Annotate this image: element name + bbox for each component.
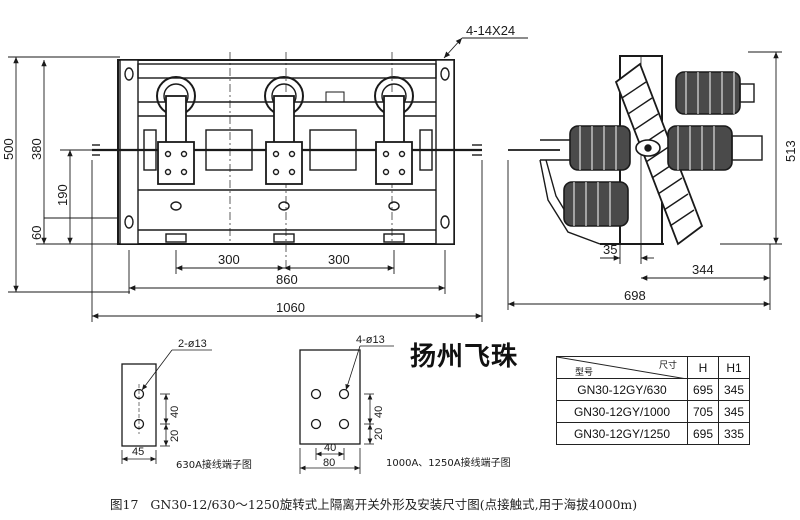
dim-300-left: 300 <box>218 252 240 267</box>
h1-cell: 345 <box>718 378 750 401</box>
dim-513: 513 <box>783 140 798 162</box>
terminal-1000-hole-label: 4-ø13 <box>356 334 385 346</box>
dim-190: 190 <box>55 184 70 206</box>
spec-table: 型号 尺寸 H H1 GN30-12GY/630 695 345 GN30-12… <box>556 356 750 445</box>
insulator-middle-left <box>569 125 631 171</box>
terminal-630-dim-20: 20 <box>169 430 181 442</box>
corner-label-size: 尺寸 <box>658 360 677 370</box>
model-cell: GN30-12GY/630 <box>556 378 688 401</box>
h1-cell: 345 <box>718 400 750 423</box>
front-hole-label: 4-14X24 <box>466 23 515 38</box>
model-cell: GN30-12GY/1000 <box>556 400 688 423</box>
terminal-1000-dim-40: 40 <box>373 406 385 418</box>
h-cell: 695 <box>687 422 719 445</box>
terminal-1000-dim-40-horizontal: 40 <box>324 442 336 454</box>
corner-diagonal <box>557 357 687 379</box>
side-view-dimensions <box>507 51 782 310</box>
column-header-h1: H1 <box>718 356 750 379</box>
h-cell: 705 <box>687 400 719 423</box>
corner-label-model: 型号 <box>575 367 594 377</box>
dim-500: 500 <box>1 138 16 160</box>
dim-344: 344 <box>692 262 714 277</box>
terminal-630-dim-45: 45 <box>132 446 144 458</box>
pole-1 <box>156 76 196 211</box>
terminal-1000-dim-20: 20 <box>373 428 385 440</box>
h1-cell: 335 <box>718 422 750 445</box>
brand-watermark: 扬州飞珠 <box>410 342 519 372</box>
pole-2 <box>264 76 304 211</box>
dim-860: 860 <box>276 272 298 287</box>
insulator-upper <box>675 71 755 115</box>
column-header-h: H <box>687 356 719 379</box>
figure-number: 图17 <box>110 497 139 512</box>
terminal-630-hole-label: 2-ø13 <box>178 338 207 350</box>
pole-3 <box>374 76 414 211</box>
figure-title: GN30-12/630～1250旋转式上隔离开关外形及安装尺寸图(点接触式,用于… <box>150 497 638 512</box>
h-cell: 695 <box>687 378 719 401</box>
terminal-630-caption: 630A接线端子图 <box>176 458 252 471</box>
table-row: GN30-12GY/630 695 345 <box>556 378 750 401</box>
terminal-630-drawing <box>121 349 212 464</box>
terminal-1000-drawing <box>299 345 394 474</box>
rotated-insulator <box>614 62 704 246</box>
terminal-1000-caption: 1000A、1250A接线端子图 <box>386 456 511 469</box>
dim-380: 380 <box>29 138 44 160</box>
spec-table-corner: 型号 尺寸 <box>556 356 688 379</box>
dim-35: 35 <box>603 242 617 257</box>
table-row: GN30-12GY/1250 695 335 <box>556 422 750 445</box>
spec-table-header: 型号 尺寸 H H1 <box>556 356 750 379</box>
insulator-middle-right <box>667 125 763 171</box>
figure-caption: 图17 GN30-12/630～1250旋转式上隔离开关外形及安装尺寸图(点接触… <box>110 494 637 513</box>
side-view <box>508 55 763 246</box>
front-view-dimensions <box>8 37 528 322</box>
insulator-lower-left <box>563 181 629 227</box>
dim-1060: 1060 <box>276 300 305 315</box>
terminal-630-dim-40: 40 <box>169 406 181 418</box>
dim-698: 698 <box>624 288 646 303</box>
dim-60: 60 <box>29 226 44 240</box>
terminal-1000-dim-80: 80 <box>323 457 335 469</box>
front-view <box>92 52 482 270</box>
table-row: GN30-12GY/1000 705 345 <box>556 400 750 423</box>
dim-300-right: 300 <box>328 252 350 267</box>
model-cell: GN30-12GY/1250 <box>556 422 688 445</box>
